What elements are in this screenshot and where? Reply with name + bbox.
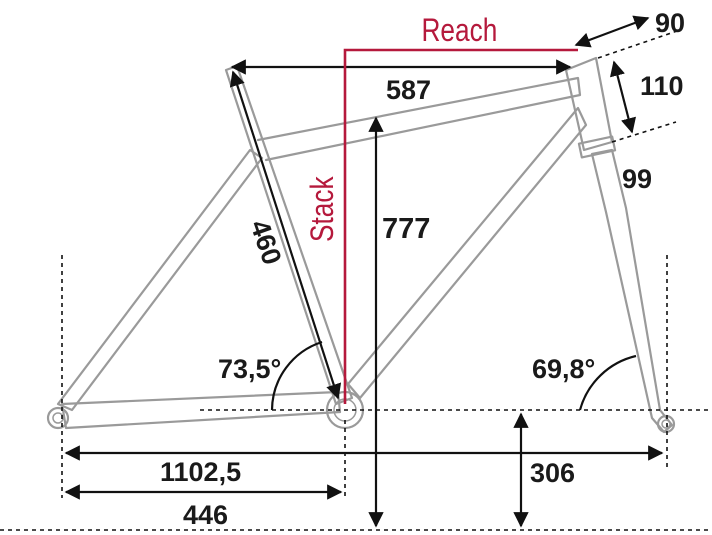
top-tube-value: 587 <box>386 75 431 105</box>
stack-value: 777 <box>382 213 430 245</box>
down-tube <box>346 106 588 400</box>
front-dropout <box>656 414 676 434</box>
seat-angle-value: 73,5° <box>218 354 281 384</box>
bike-frame <box>46 56 676 434</box>
dimension-arrows <box>64 15 664 528</box>
head-angle-value: 69,8° <box>532 354 595 384</box>
headset <box>577 135 617 159</box>
chainstay-value: 446 <box>183 500 228 530</box>
fork <box>590 148 674 434</box>
wheelbase-value: 1102,5 <box>160 457 241 487</box>
top-tube <box>256 76 582 162</box>
head-bottom-extension <box>611 121 677 143</box>
head-length-value: 110 <box>640 71 684 101</box>
head-length-arrow <box>609 60 637 134</box>
reach-stack-lines <box>343 48 578 404</box>
head-tube <box>564 56 614 152</box>
fork-value: 99 <box>622 164 652 194</box>
rear-dropout <box>46 406 70 430</box>
seat-angle-arc <box>270 340 323 411</box>
reach-stack-line <box>343 48 578 404</box>
head-offset-arrow <box>574 15 650 48</box>
bb-height-value: 306 <box>530 458 575 488</box>
head-angle-arc <box>578 354 637 411</box>
stack-label: Stack <box>306 176 341 242</box>
reach-label: Reach <box>421 14 497 49</box>
head-offset-value: 90 <box>655 8 685 38</box>
seat-tube-arrow <box>229 70 342 400</box>
